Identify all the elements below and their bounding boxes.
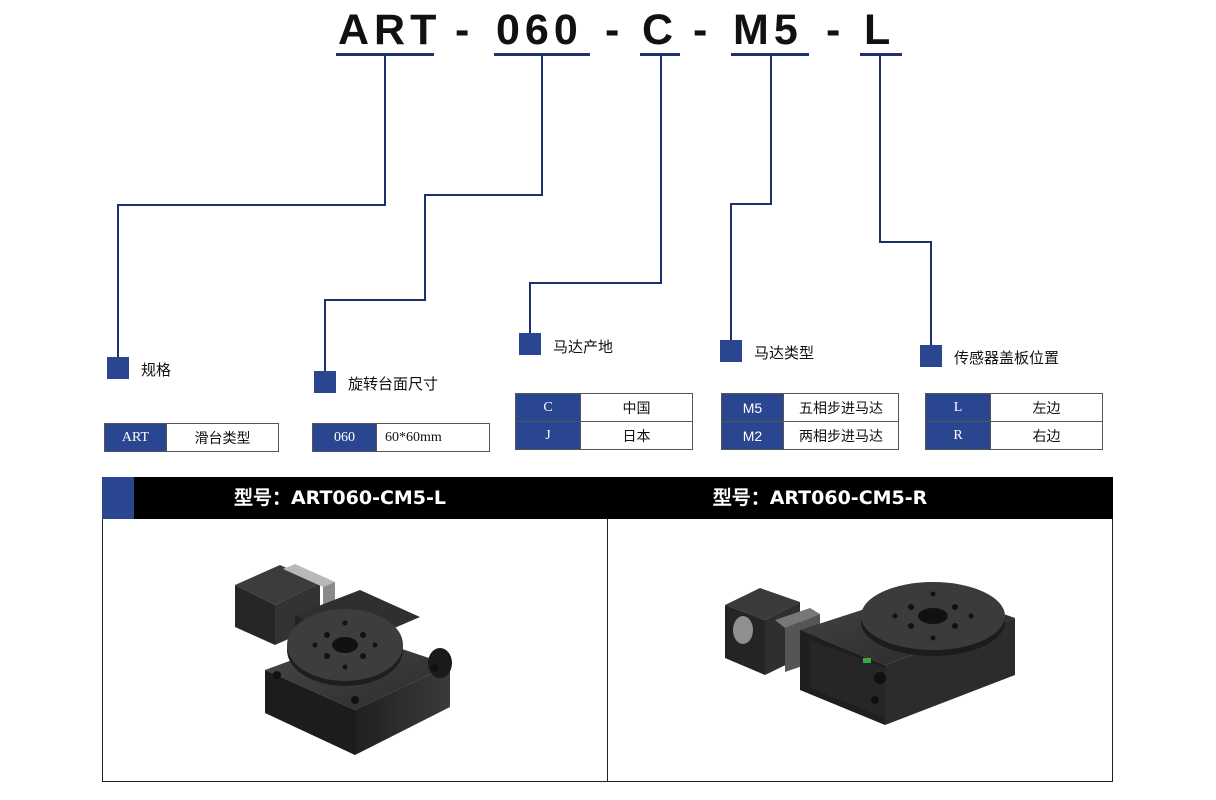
section-label-origin: 马达产地 bbox=[553, 338, 614, 356]
code-part-origin: C bbox=[642, 6, 679, 54]
product-image-right bbox=[725, 582, 1015, 725]
connector-motor bbox=[730, 56, 772, 350]
code-underline bbox=[731, 53, 809, 56]
options-table-series: ART 滑台类型 bbox=[104, 423, 279, 452]
model-title-right: 型号：ART060-CM5-R bbox=[712, 487, 928, 509]
section-marker-icon bbox=[720, 340, 742, 362]
connector-lines bbox=[117, 56, 932, 382]
code-separator: - bbox=[605, 6, 625, 54]
option-code: M2 bbox=[722, 422, 784, 449]
section-label-sensor: 传感器盖板位置 bbox=[954, 349, 1060, 367]
options-table-size: 060 60*60mm bbox=[312, 423, 490, 452]
option-desc: 左边 bbox=[991, 394, 1102, 421]
option-row: M2 两相步进马达 bbox=[722, 422, 898, 449]
section-label-size: 旋转台面尺寸 bbox=[348, 375, 439, 393]
option-row: J 日本 bbox=[516, 422, 692, 449]
option-desc: 滑台类型 bbox=[167, 424, 278, 451]
option-desc: 五相步进马达 bbox=[784, 394, 898, 421]
option-row: R 右边 bbox=[926, 422, 1102, 449]
option-code: C bbox=[516, 394, 581, 421]
code-part-motor: M5 bbox=[733, 6, 803, 54]
code-underline bbox=[860, 53, 902, 56]
model-divider bbox=[607, 519, 608, 782]
option-row: L 左边 bbox=[926, 394, 1102, 422]
options-table-origin: C 中国 J 日本 bbox=[515, 393, 693, 450]
option-desc: 中国 bbox=[581, 394, 692, 421]
connector-size bbox=[324, 56, 543, 382]
option-row: 060 60*60mm bbox=[313, 424, 489, 451]
section-marker-icon bbox=[107, 357, 129, 379]
option-desc: 日本 bbox=[581, 422, 692, 449]
section-label-motor: 马达类型 bbox=[754, 344, 815, 362]
code-part-series: ART bbox=[338, 6, 442, 54]
code-part-size: 060 bbox=[496, 6, 583, 54]
option-row: ART 滑台类型 bbox=[105, 424, 278, 451]
section-marker-icon bbox=[314, 371, 336, 393]
options-table-sensor: L 左边 R 右边 bbox=[925, 393, 1103, 450]
code-underline bbox=[640, 53, 680, 56]
option-code: M5 bbox=[722, 394, 784, 421]
code-separator: - bbox=[455, 6, 475, 54]
option-row: C 中国 bbox=[516, 394, 692, 422]
code-separator: - bbox=[826, 6, 846, 54]
model-header-accent bbox=[102, 477, 134, 519]
code-separator: - bbox=[693, 6, 713, 54]
connector-sensor bbox=[879, 56, 932, 355]
option-desc: 60*60mm bbox=[377, 424, 489, 451]
option-code: R bbox=[926, 422, 991, 449]
option-desc: 两相步进马达 bbox=[784, 422, 898, 449]
option-code: 060 bbox=[313, 424, 377, 451]
code-underline bbox=[494, 53, 590, 56]
code-part-sensor: L bbox=[864, 6, 896, 54]
product-image-left bbox=[235, 564, 452, 755]
code-underline bbox=[336, 53, 434, 56]
option-code: L bbox=[926, 394, 991, 421]
section-marker-icon bbox=[920, 345, 942, 367]
option-code: J bbox=[516, 422, 581, 449]
connector-series bbox=[117, 56, 386, 368]
option-code: ART bbox=[105, 424, 167, 451]
option-row: M5 五相步进马达 bbox=[722, 394, 898, 422]
options-table-motor: M5 五相步进马达 M2 两相步进马达 bbox=[721, 393, 899, 450]
model-header-bar bbox=[102, 477, 1113, 519]
option-desc: 右边 bbox=[991, 422, 1102, 449]
connector-origin bbox=[529, 56, 662, 344]
model-title-left: 型号：ART060-CM5-L bbox=[233, 487, 447, 509]
section-label-series: 规格 bbox=[141, 361, 172, 379]
section-marker-icon bbox=[519, 333, 541, 355]
